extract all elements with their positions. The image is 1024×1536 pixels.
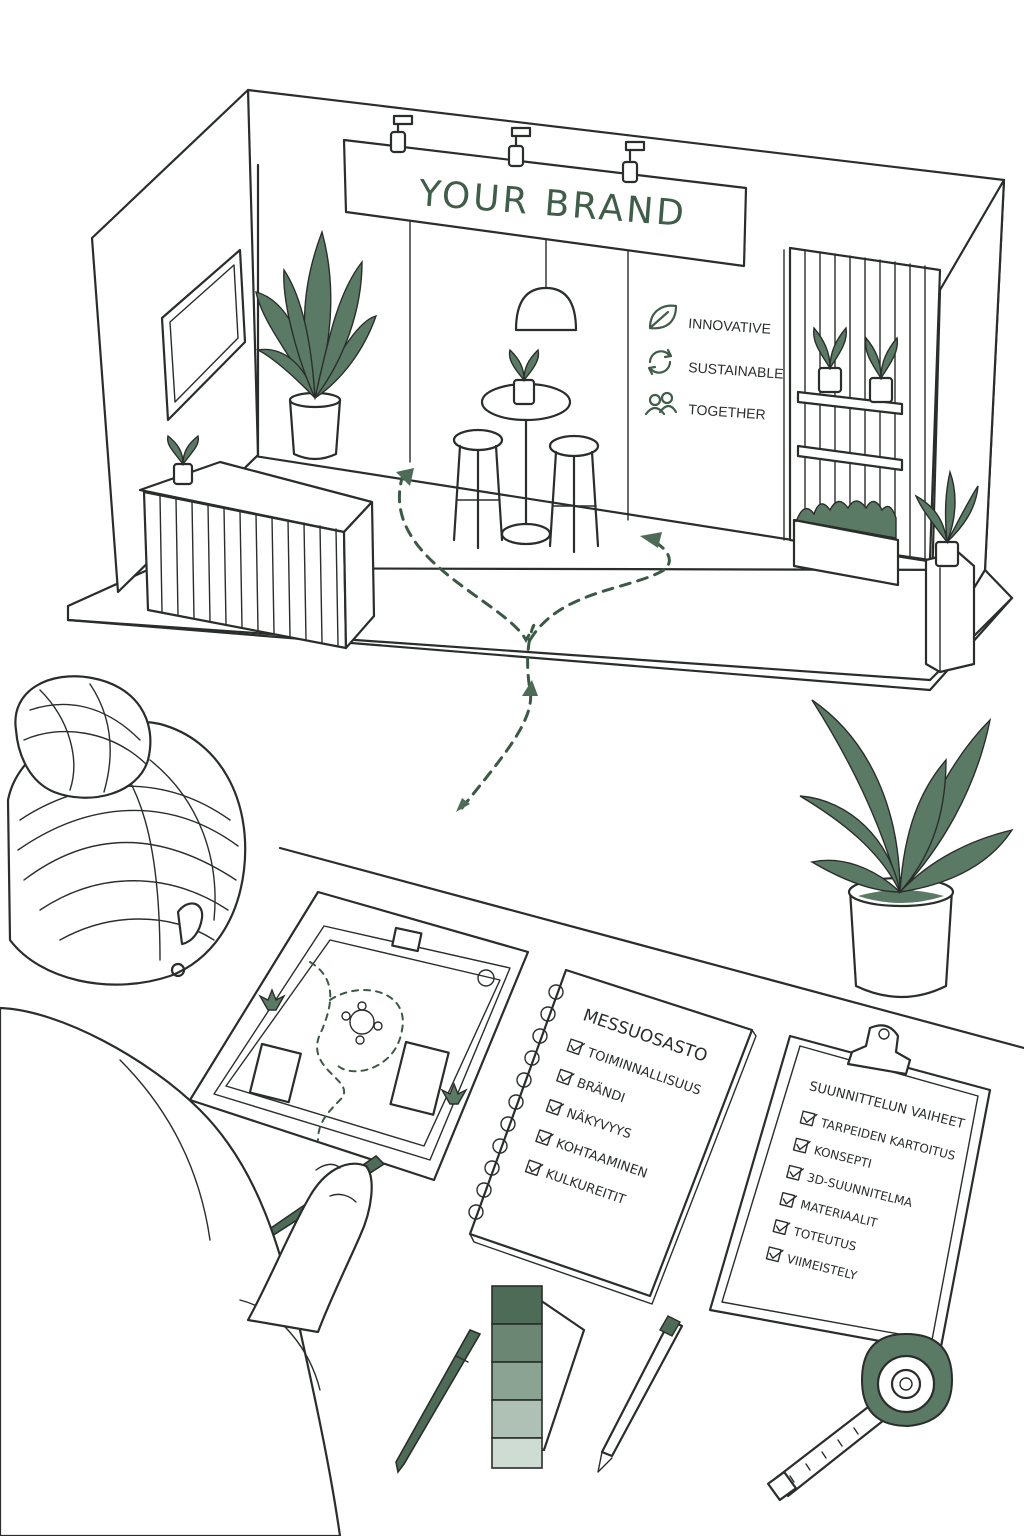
- people-icon: [644, 391, 678, 416]
- mechanical-pencil-icon: [597, 1315, 684, 1473]
- brand-values: INNOVATIVE SUSTAINABLE TOGETHER: [644, 304, 784, 422]
- pen-icon: [395, 1328, 482, 1474]
- clipboard-clip: [846, 1024, 912, 1076]
- potted-plant-large: [255, 229, 378, 461]
- color-swatch-fan: [491, 1285, 586, 1469]
- notebook: MESSUOSASTO TOIMINNALLISUUS BRÄNDI NÄKYV…: [468, 968, 757, 1305]
- desk-edge: [278, 846, 1024, 1050]
- pendant-lamp: [514, 239, 578, 332]
- brand-sign: YOUR BRAND: [342, 114, 748, 268]
- leaf-icon: [648, 304, 678, 330]
- pedestal-plant: [914, 469, 979, 674]
- designer-person: [0, 675, 373, 1536]
- slatted-wall: [788, 246, 942, 587]
- value-together: TOGETHER: [688, 401, 766, 422]
- visitor-flow-arrows: [396, 468, 671, 812]
- spiral-binding: [468, 984, 564, 1220]
- booth-floor-edge: [66, 596, 1014, 692]
- value-innovative: INNOVATIVE: [688, 315, 772, 337]
- bar-stool: [452, 428, 600, 554]
- floor-plan-sheet: [188, 890, 530, 1182]
- planter-box: [792, 518, 900, 587]
- bistro-table: [480, 348, 572, 546]
- checkbox-icon: [524, 1038, 586, 1177]
- floor-plant: [799, 699, 1014, 999]
- recycle-icon: [647, 348, 673, 376]
- exhibition-booth: YOUR BRAND INNOVATIVE SUSTAINABLE TOGETH: [66, 88, 1014, 812]
- value-sustainable: SUSTAINABLE: [688, 359, 784, 382]
- wall-screen: [160, 248, 247, 422]
- clipboard: SUUNNITTELUN VAIHEET TARPEIDEN KARTOITUS…: [708, 1024, 992, 1354]
- tape-measure-icon: [766, 1332, 954, 1502]
- checkbox-icon: [765, 1110, 818, 1263]
- reception-counter: [138, 434, 376, 650]
- spotlight-icon: [389, 114, 646, 184]
